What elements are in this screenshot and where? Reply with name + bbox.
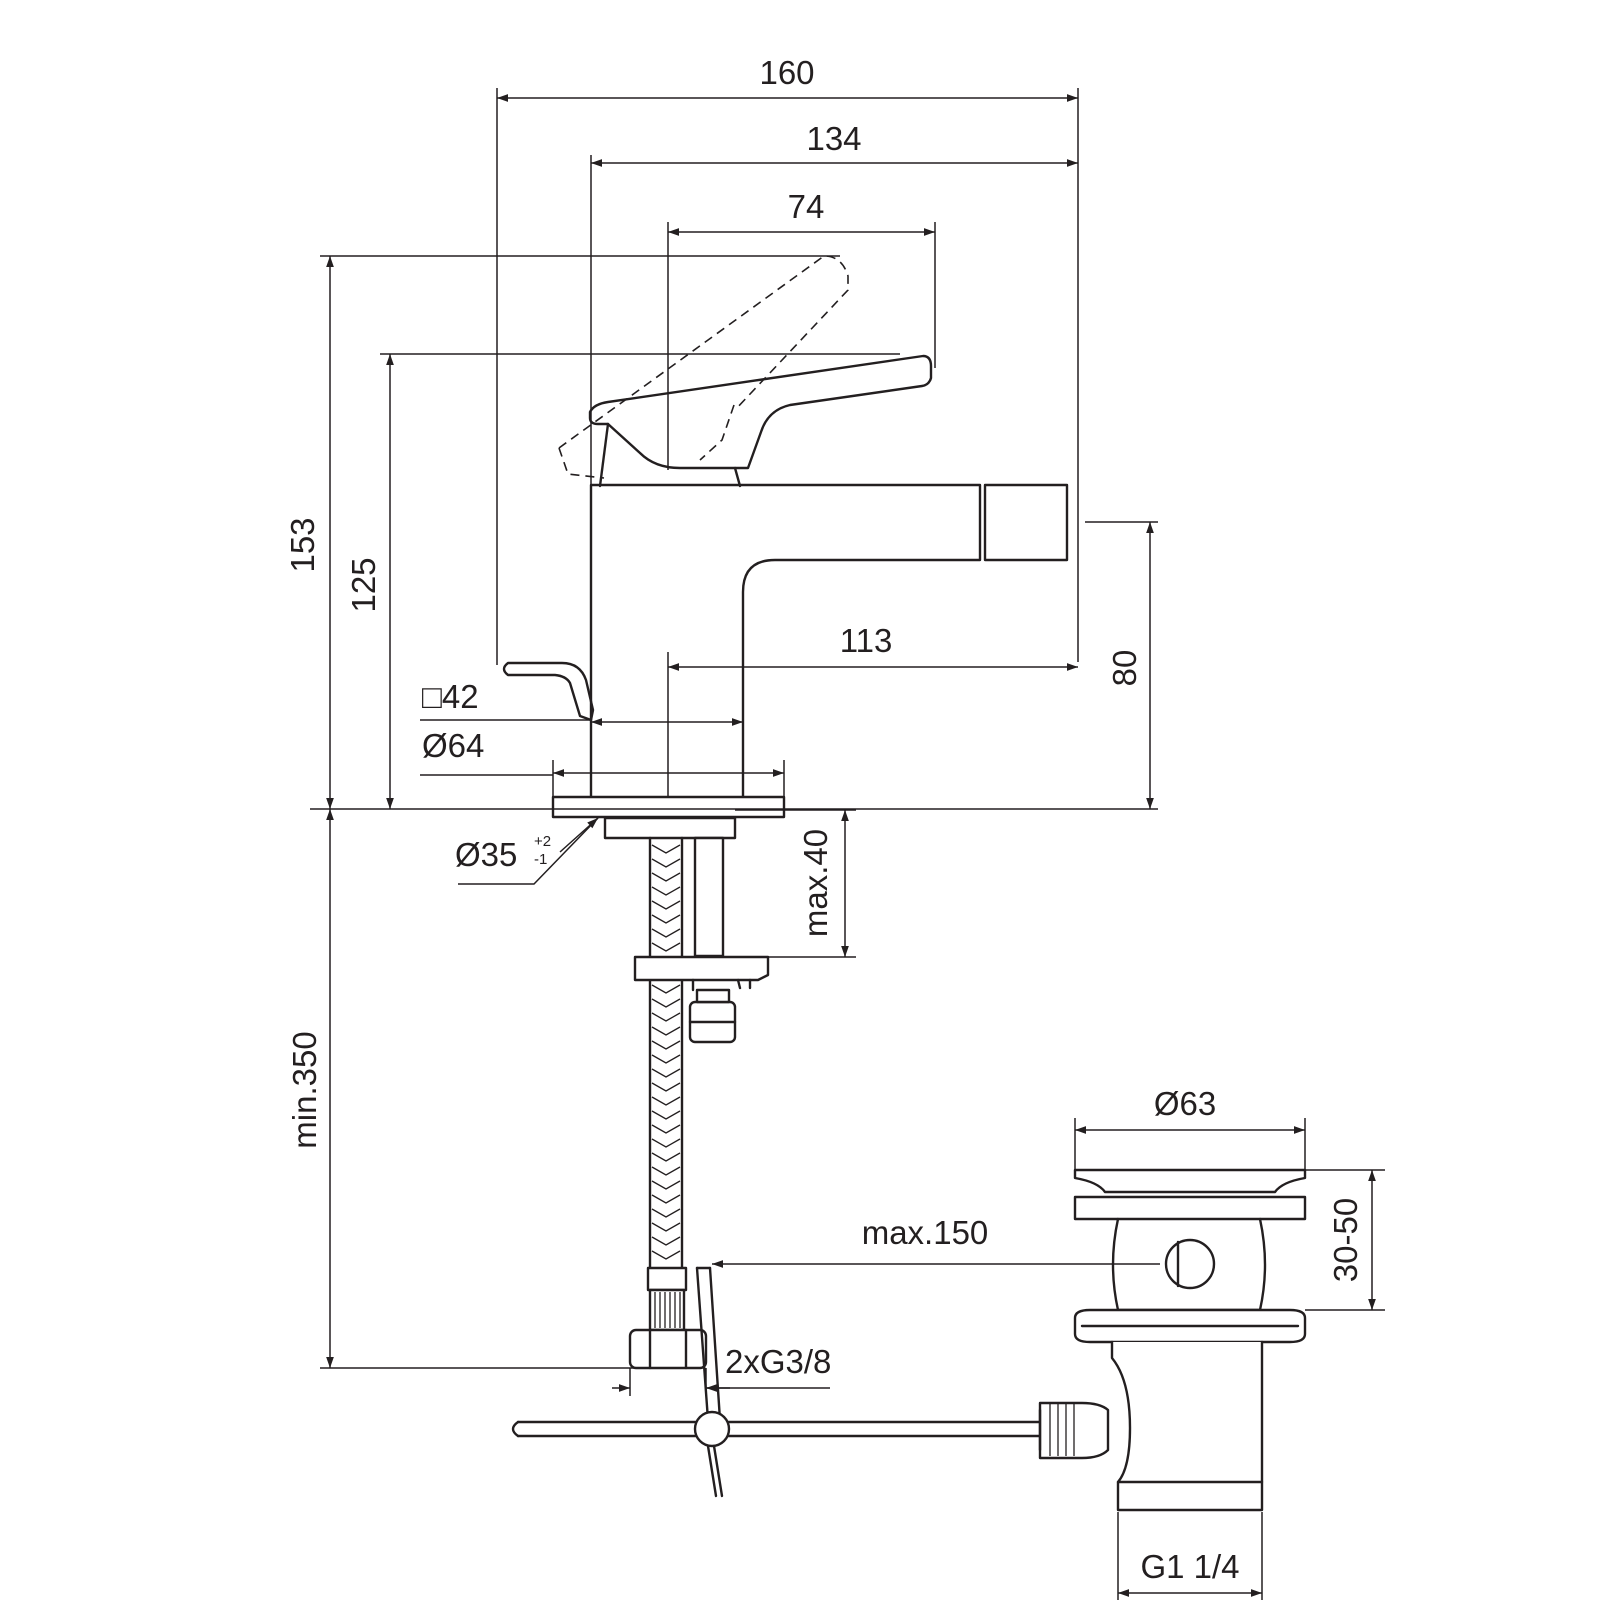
dim-153-label: 153	[284, 517, 321, 572]
dimension-lines	[326, 94, 1376, 1597]
dim-74-label: 74	[788, 188, 825, 225]
tolerance-lower: -1	[534, 851, 547, 868]
extension-lines	[310, 88, 1385, 1600]
dim-160-label: 160	[759, 54, 814, 91]
dim-2xg38-label: 2xG3/8	[725, 1343, 831, 1380]
fixing-nut-top	[603, 816, 737, 840]
hex-nut	[688, 988, 737, 1044]
braided-hose	[648, 836, 684, 1270]
dim-80-label: 80	[1106, 650, 1143, 687]
waste-valve	[1038, 1168, 1307, 1512]
dim-diameter-35-label: Ø35	[455, 836, 517, 873]
dim-113-label: 113	[840, 622, 893, 659]
dim-max150-label: max.150	[862, 1214, 989, 1251]
threaded-stud	[693, 836, 725, 958]
tolerance-upper: +2	[534, 833, 551, 850]
base-plate	[551, 795, 786, 819]
lever-raised-position	[558, 255, 849, 479]
dim-min350-label: min.350	[286, 1031, 323, 1148]
fixing-bracket	[633, 955, 770, 982]
dim-diameter-63-label: Ø63	[1154, 1085, 1216, 1122]
dim-diameter-64-label: Ø64	[422, 727, 484, 764]
linkage-rod	[511, 1410, 1042, 1498]
dim-125-label: 125	[345, 557, 382, 612]
dim-30-50-label: 30-50	[1327, 1198, 1364, 1282]
dim-134-label: 134	[806, 120, 861, 157]
hose-connector	[628, 1266, 708, 1370]
lever-handle	[588, 354, 933, 488]
faucet-body	[589, 483, 1069, 798]
dim-g114-label: G1 1/4	[1140, 1548, 1239, 1585]
dim-square-42-label: □42	[422, 678, 479, 715]
dim-max40-label: max.40	[797, 829, 834, 937]
pop-up-knob	[502, 661, 595, 722]
